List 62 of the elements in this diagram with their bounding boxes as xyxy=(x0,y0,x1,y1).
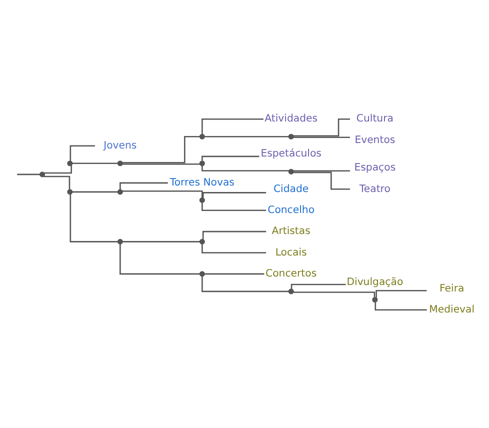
connector xyxy=(122,162,200,164)
connector xyxy=(202,244,266,253)
connector xyxy=(202,118,264,134)
node-text: Locais xyxy=(275,246,307,258)
connector xyxy=(122,240,200,242)
connector xyxy=(202,165,289,171)
node-point xyxy=(117,188,123,194)
connector xyxy=(44,164,72,174)
node-point xyxy=(67,160,73,166)
connector xyxy=(376,290,427,298)
connector xyxy=(202,192,266,198)
node-text: Artistas xyxy=(272,226,310,237)
node-point xyxy=(39,171,46,177)
connector xyxy=(204,136,289,137)
connector xyxy=(204,272,264,274)
connector xyxy=(374,302,427,310)
node-point xyxy=(288,168,294,174)
node-text: Jovens xyxy=(104,140,137,151)
node-text: Divulgação xyxy=(346,276,404,288)
node-text: Medieval xyxy=(429,304,475,315)
node-text: Eventos xyxy=(354,134,396,146)
node-text: Espetáculos xyxy=(260,148,322,160)
node-point xyxy=(288,133,294,139)
connector xyxy=(70,194,118,242)
node-point xyxy=(199,160,205,166)
connector xyxy=(122,190,203,198)
connector xyxy=(202,230,266,239)
node-point xyxy=(199,133,205,139)
connector xyxy=(293,118,350,136)
node-text: Feira xyxy=(440,282,464,294)
node-text: Espaços xyxy=(354,162,396,174)
node-text: Teatro xyxy=(359,183,390,194)
node-point xyxy=(288,288,294,294)
node-text: Concelho xyxy=(268,204,315,216)
node-point xyxy=(199,238,205,244)
node-point xyxy=(372,296,378,302)
connector xyxy=(70,144,95,160)
connector xyxy=(294,136,350,138)
connector xyxy=(72,162,118,164)
node-point xyxy=(117,160,123,166)
connector xyxy=(72,190,118,192)
connector xyxy=(120,182,168,189)
node-point xyxy=(199,196,205,202)
node-point xyxy=(117,238,123,244)
connector xyxy=(122,136,200,163)
node-text: Atividades xyxy=(264,113,318,124)
connector xyxy=(202,276,289,292)
connector xyxy=(294,291,376,297)
connector xyxy=(17,173,40,175)
connector xyxy=(294,170,350,172)
node-text: Concertos xyxy=(266,268,317,280)
node-text: Cidade xyxy=(274,183,309,194)
node-point xyxy=(199,270,205,276)
connector xyxy=(202,155,260,160)
connector xyxy=(120,244,200,274)
node-text: Cultura xyxy=(356,113,394,124)
connector xyxy=(202,202,266,210)
connector xyxy=(43,175,70,189)
connector xyxy=(293,171,350,190)
node-point xyxy=(67,188,73,194)
node-text: Torres Novas xyxy=(170,176,234,188)
connector xyxy=(290,283,346,288)
